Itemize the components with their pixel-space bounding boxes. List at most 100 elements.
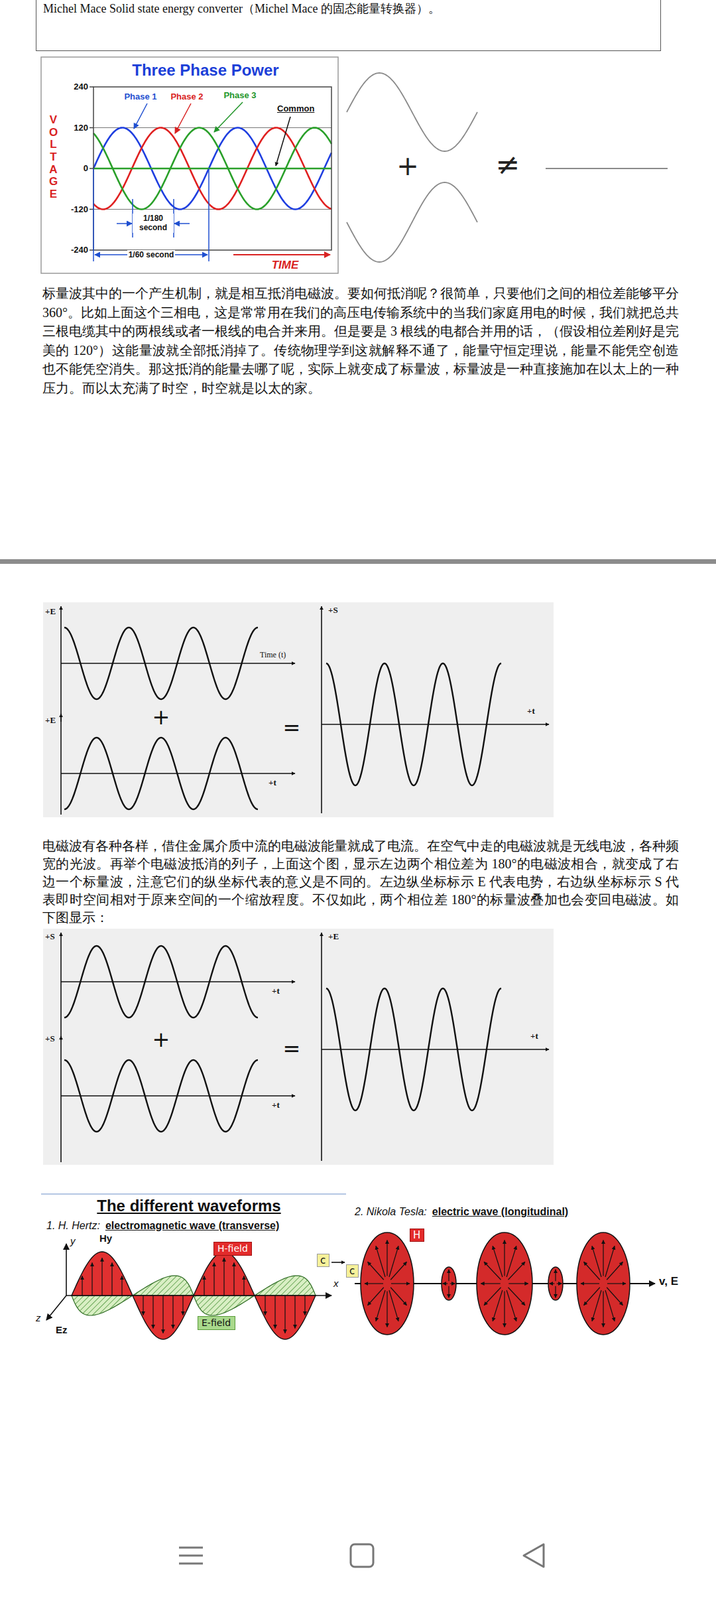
axis-line [321, 1048, 549, 1050]
wave-panel [43, 928, 554, 1165]
field-vector [480, 1282, 500, 1283]
field-ellipse [441, 1266, 457, 1300]
field-vector [554, 1268, 556, 1281]
tick-label: 120 [73, 122, 89, 134]
field-vector [364, 1282, 384, 1283]
axis-label: +S [328, 604, 339, 616]
operator-sign: = [283, 1035, 301, 1061]
field-label: Hy [99, 1231, 113, 1244]
z-axis [46, 1294, 67, 1320]
axis-label: +S [45, 1032, 56, 1044]
field-vector [503, 1239, 505, 1276]
e-field-lobe [193, 1294, 255, 1315]
longitudinal-wave-figure [354, 1231, 656, 1334]
field-ellipse [576, 1231, 630, 1334]
time-marker [92, 168, 95, 262]
field-vector [389, 1289, 399, 1321]
field-vector [294, 1294, 296, 1328]
leader-arrow [133, 103, 148, 129]
field-vector [549, 1282, 555, 1283]
node-text: c [320, 1253, 326, 1266]
field-tag: H [409, 1227, 425, 1242]
time-span [174, 222, 190, 225]
field-ellipse [548, 1266, 563, 1300]
field-vector [507, 1260, 525, 1279]
field-vector [606, 1260, 623, 1279]
wave [326, 662, 502, 785]
axis-line [320, 605, 323, 813]
axis-label: +t [268, 776, 277, 788]
axis-title: TIME [271, 258, 299, 272]
field-vector [121, 1275, 122, 1295]
field-vector [386, 1290, 388, 1327]
field-vector [607, 1282, 626, 1283]
wave-panel [43, 601, 554, 817]
axis-label: +t [271, 985, 280, 996]
tick-mark [89, 86, 94, 88]
field-label: Ez [55, 1323, 68, 1336]
figure-subtitle: 1. H. Hertz: [46, 1218, 101, 1232]
field-vector [162, 1294, 164, 1333]
field-vector [213, 1262, 215, 1295]
wave [64, 945, 258, 1017]
scan-ground [43, 928, 554, 1165]
time-marker [208, 168, 210, 262]
field-vector [152, 1294, 154, 1328]
back-icon [523, 1543, 544, 1566]
field-vector [386, 1239, 388, 1276]
axis-line [320, 932, 323, 1161]
node-text: E-field [201, 1316, 231, 1328]
axis-line [60, 932, 62, 1040]
field-vector [556, 1282, 563, 1283]
time-span [116, 222, 132, 225]
h-field-lobe [254, 1294, 316, 1339]
sine-wave [346, 182, 478, 262]
field-vector [367, 1286, 384, 1305]
field-vector [203, 1275, 205, 1295]
chart-frame [41, 57, 339, 274]
e-field-lobe [71, 1294, 133, 1315]
field-vector [243, 1275, 244, 1295]
transverse-wave-figure [41, 1193, 347, 1339]
field-vector [442, 1282, 449, 1283]
operator-sign: ≠ [495, 147, 521, 183]
wave [64, 737, 258, 809]
axis-label: +E [45, 605, 56, 617]
field-vector [111, 1262, 113, 1295]
cancel-figure [346, 72, 668, 262]
direction-arrow [331, 1260, 345, 1263]
axis-label: x [333, 1276, 339, 1289]
leader-arrow [214, 102, 243, 132]
field-vector [508, 1282, 528, 1283]
field-tag: E-field [197, 1315, 236, 1330]
figure-subtitle: 2. Nikola Tesla: [354, 1204, 427, 1218]
axis-label: +S [45, 930, 56, 942]
field-vector [554, 1285, 556, 1298]
operator-sign: + [152, 1026, 171, 1052]
chart-title: Three Phase Power [131, 60, 279, 81]
axis-label: +E [45, 714, 56, 726]
rule-line [41, 1193, 347, 1194]
field-vector [182, 1294, 183, 1314]
speed-tag: c [346, 1263, 359, 1277]
leader-arrow [175, 103, 191, 134]
field-vector [142, 1294, 144, 1314]
field-vector [580, 1282, 600, 1283]
field-vector [101, 1256, 103, 1295]
e-field-lobe [254, 1274, 316, 1295]
y-axis [65, 1243, 67, 1295]
axis-label: +E [328, 930, 339, 942]
page-separator [0, 558, 716, 564]
field-vector [584, 1286, 600, 1305]
plot-border [93, 86, 332, 250]
node-text: H [413, 1228, 421, 1241]
leader-arrow [275, 116, 291, 166]
axis-label: v, E [658, 1274, 679, 1288]
field-vector [492, 1245, 503, 1277]
scan-ground [43, 601, 554, 817]
h-field-lobe [71, 1251, 133, 1295]
field-vector [274, 1294, 276, 1328]
